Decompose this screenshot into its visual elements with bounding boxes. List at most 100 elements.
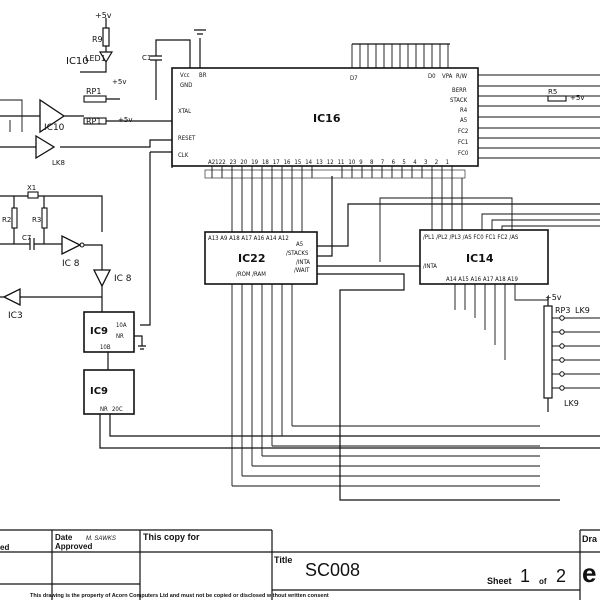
r5-pullup: R5 +5v bbox=[547, 88, 584, 102]
r9-label: R9 bbox=[92, 35, 103, 44]
lk9-link-pin bbox=[559, 357, 565, 363]
ic16-address-pin: 1 bbox=[446, 159, 449, 166]
ic16-address-pin: A21 bbox=[208, 159, 219, 166]
ic16-pin-reset: RESET bbox=[178, 135, 196, 142]
lk9-link-block: +5v RP3 LK9 LK9 bbox=[543, 293, 600, 412]
ic16-pin-r4: R4 bbox=[460, 107, 468, 114]
ic16-pin-xtal: XTAL bbox=[178, 108, 191, 115]
ic16-block: IC16 Vcc GND XTAL RESET CLK BR D7 D0 VPA… bbox=[171, 43, 600, 179]
lk9-link-pin bbox=[559, 343, 565, 349]
ic16-address-pin: 15 bbox=[294, 159, 301, 166]
ic16-pin-clk: CLK bbox=[178, 152, 189, 159]
ic14-top-pins: /PL1 /PL2 /PL3 /AS FC0 FC1 FC2 /AS bbox=[423, 234, 519, 241]
ic9-upper-body bbox=[83, 311, 135, 353]
ic16-pin-fc1: FC1 bbox=[458, 139, 468, 146]
ic16-address-pin: 4 bbox=[413, 159, 417, 166]
title-label: Title bbox=[274, 555, 292, 565]
plus5v-r5: +5v bbox=[570, 94, 584, 102]
ic16-pin-d7: D7 bbox=[350, 75, 358, 82]
ic14-pin-inta: /INTA bbox=[423, 263, 437, 270]
ic16-pin-br: BR bbox=[199, 72, 207, 79]
ic22-label: IC22 bbox=[238, 252, 265, 265]
ic22-pin-stacks: /STACKS bbox=[286, 250, 309, 257]
ic22-body bbox=[204, 231, 318, 285]
lk9-label-top: LK9 bbox=[575, 306, 590, 315]
lk8-label: LK8 bbox=[52, 159, 65, 167]
ic14-body bbox=[419, 229, 549, 285]
ic9-upper: IC9 10A NR 10B bbox=[83, 311, 146, 370]
ic16-address-pin: 7 bbox=[381, 159, 384, 166]
drawing-label: Dra bbox=[582, 534, 598, 544]
ic9-upper-label: IC9 bbox=[90, 326, 108, 337]
lk9-link-pin bbox=[559, 329, 565, 335]
plus5v-rp1b: +5v bbox=[118, 116, 132, 124]
rp3-label: RP3 bbox=[555, 306, 570, 315]
lk9-link-pin bbox=[559, 315, 565, 321]
ic10-label: IC10 bbox=[66, 56, 89, 67]
r3-label: R3 bbox=[32, 216, 41, 224]
c7-label: C7 bbox=[22, 234, 31, 242]
title-block: ed Date M. SAWKS Approved This copy for … bbox=[0, 529, 600, 600]
left-stub-label: ed bbox=[0, 543, 9, 552]
ic16-address-pin: 18 bbox=[262, 159, 269, 166]
ic16-address-pin: 9 bbox=[359, 159, 363, 166]
ic14-bottom-pins: A14 A15 A16 A17 A18 A19 bbox=[446, 276, 518, 283]
rp1-label-a: RP1 bbox=[86, 87, 101, 96]
title-value: SC008 bbox=[305, 560, 360, 580]
plus5v-rp1a: +5v bbox=[112, 78, 126, 86]
ic16-address-pin: 23 bbox=[230, 159, 237, 166]
ic16-body bbox=[171, 67, 479, 167]
r5-label: R5 bbox=[548, 88, 557, 96]
ic16-pin-rw: R/W bbox=[456, 73, 468, 80]
ic16-address-pin: 6 bbox=[392, 159, 396, 166]
ic16-label: IC16 bbox=[313, 112, 341, 125]
approved-label: Approved bbox=[55, 542, 92, 551]
ic16-pin-a5: A5 bbox=[460, 117, 467, 124]
ic16-address-pin: 19 bbox=[251, 159, 258, 166]
ic14-label: IC14 bbox=[466, 252, 494, 265]
sheet-number: 1 bbox=[520, 566, 530, 586]
ic16-pin-stack: STACK bbox=[450, 97, 468, 104]
ic16-pin-gnd: GND bbox=[180, 82, 192, 89]
ic16-address-pin: 22 bbox=[219, 159, 226, 166]
ic10b-label: IC10 bbox=[44, 123, 65, 133]
ic16-address-pin: 12 bbox=[327, 159, 334, 166]
ic16-address-pin: 3 bbox=[424, 159, 427, 166]
ic16-address-pin: 8 bbox=[370, 159, 374, 166]
ic22-pin-wait: /WAIT bbox=[294, 267, 310, 274]
ic16-pin-fc2: FC2 bbox=[458, 128, 468, 135]
ic16-address-pin: 17 bbox=[273, 159, 280, 166]
sheet-label: Sheet bbox=[487, 576, 512, 586]
date-label: Date bbox=[55, 533, 73, 542]
lk9-link-pin bbox=[559, 371, 565, 377]
date-value: M. SAWKS bbox=[86, 536, 116, 542]
ic16-pin-fc0: FC0 bbox=[458, 150, 469, 157]
ic22-top-pins: A13 A9 A18 A17 A16 A14 A12 bbox=[208, 235, 289, 242]
ic9-lower: IC9 NR 20C bbox=[83, 369, 600, 449]
led1-label: LED1 bbox=[85, 54, 106, 63]
ic9-pin-nr: NR bbox=[116, 333, 124, 340]
ic9-pin-nr-b: NR bbox=[100, 406, 108, 413]
rp1-label-b: RP1 bbox=[86, 117, 101, 126]
ic3-label: IC3 bbox=[8, 311, 23, 321]
oscillator-circuit: X1 R2 R3 C7 IC 8 IC 8 IC3 bbox=[0, 184, 132, 321]
ic14-block: IC14 /PL1 /PL2 /PL3 /AS FC0 FC1 FC2 /AS … bbox=[379, 178, 600, 360]
ic9-pin-10a: 10A bbox=[116, 322, 127, 329]
ic22-pin-inta: /INTA bbox=[296, 259, 310, 266]
ic16-address-pin: 16 bbox=[284, 159, 291, 166]
ic9-pin-20c: 20C bbox=[112, 406, 123, 413]
of-label: of bbox=[539, 577, 547, 586]
ic22-pin-a5: A5 bbox=[296, 241, 303, 248]
lk9-pin-column bbox=[552, 315, 600, 391]
lk9-link-pin bbox=[559, 385, 565, 391]
ic16-address-pin: 10 bbox=[348, 159, 355, 166]
ic16-pin-d0: D0 bbox=[428, 73, 436, 80]
ic9-lower-body bbox=[83, 369, 135, 415]
ic16-address-pin: 20 bbox=[240, 159, 247, 166]
ic9-lower-label: IC9 bbox=[90, 386, 108, 397]
ic16-pin-vcc: Vcc bbox=[180, 72, 190, 79]
ic9-pin-10b: 10B bbox=[100, 344, 111, 351]
